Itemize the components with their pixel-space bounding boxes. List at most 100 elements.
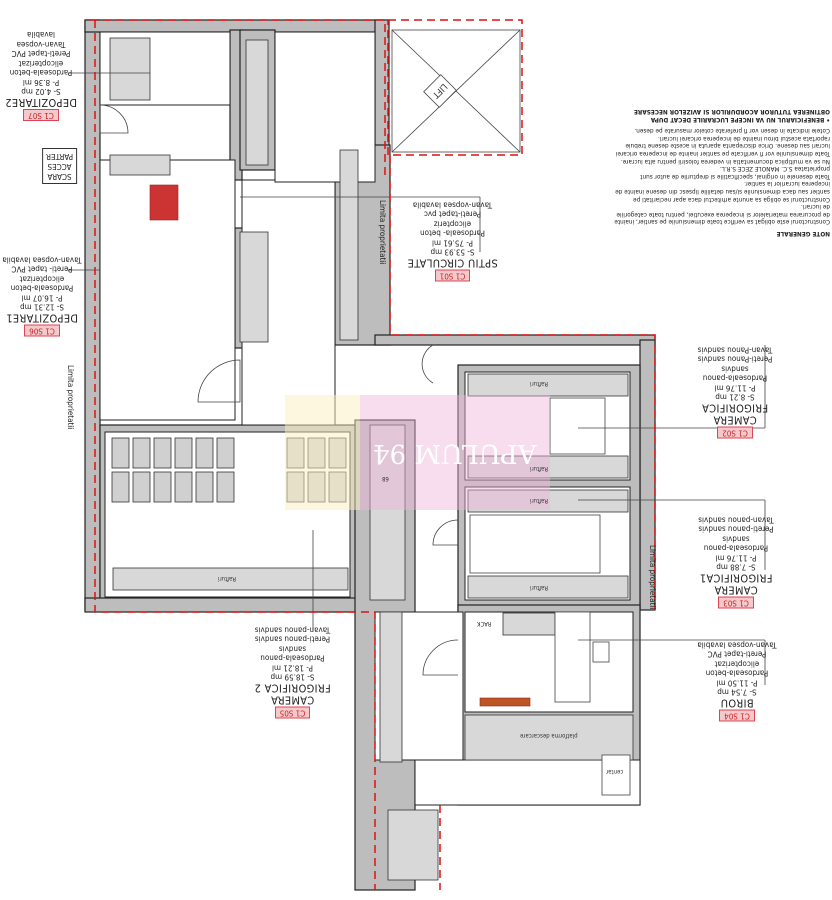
shelf (339, 149, 359, 341)
door-swing[interactable] (197, 359, 241, 403)
chair (592, 641, 610, 663)
room-code: C1 S06 (24, 325, 60, 337)
lift-shaft (391, 29, 521, 153)
property-limit-label: Limita proprietatii (648, 545, 657, 610)
note-line: Constructorul se obliga sa anunte arhite… (615, 180, 830, 204)
pallet (174, 471, 193, 503)
pallet (153, 471, 172, 503)
pallet (132, 437, 151, 469)
door-swing[interactable] (99, 104, 129, 134)
note-line: Toate dimensiunile vor fi verificate pe … (615, 134, 830, 159)
shelf (467, 489, 629, 513)
note-line: Constructorul este obligat sa verifice t… (614, 203, 830, 227)
room-walls: Pereti-panou sandvis (698, 525, 774, 534)
room-name: CAMERA FRIGORIFICA (701, 402, 769, 427)
room-floor: Pardoseala-beton elicopterizat (10, 274, 74, 294)
room-ceiling: Tavan-vopsea lavabila (697, 640, 777, 650)
room-label-s05: C1 S05 CAMERA FRIGORIFICA 2 S- 18.59 mp … (250, 625, 335, 719)
cold-room-inner (469, 514, 601, 574)
room-perimeter: P- 18.21 ml (272, 663, 313, 673)
stair-label-line: SCARA (47, 172, 72, 181)
room-label-s03: C1 S03 CAMERA FRIGORIFICA1 S- 7.88 mp P-… (695, 515, 777, 609)
dimension-label: 68 (382, 475, 389, 482)
radiator (479, 697, 531, 707)
stair-label-line: ACCES (47, 162, 72, 171)
platform (464, 714, 634, 761)
room-code: C1 S05 (274, 707, 311, 719)
pallet (216, 471, 235, 503)
room-floor: Pardoseala-beton elicopterizat (705, 659, 769, 679)
note-line: • BENEFICIARUL NU VA INCEPE LUCRARILE DE… (633, 108, 830, 124)
room-label-depozitare2: C1 S07 DEPOZITARE2 S- 4.02 mp P- 8.36 ml… (2, 30, 80, 121)
room-walls: Pereti-panou sandvis (254, 635, 331, 644)
cold-room-inner (549, 397, 606, 455)
rack (502, 612, 556, 636)
room-ceiling: Tavan-Panou sandvis (697, 345, 773, 355)
lift-label-box (423, 74, 457, 108)
room-walls: Pereti-Panou sandvis (697, 355, 773, 364)
room-ceiling: Tavan-vopsea lavabila (412, 200, 493, 210)
shelf (467, 455, 629, 479)
room-code: C1 S03 (718, 597, 754, 609)
door-swing[interactable] (421, 344, 434, 384)
room-area: S- 4.02 mp (21, 87, 61, 97)
note-line: Toate desenele in original, specificatii… (640, 165, 830, 181)
room-name: SPTIU CIRCULATE (407, 257, 498, 270)
shelves-label: Rafturi (530, 584, 548, 591)
room-area: S- 7.88 mp (716, 563, 756, 572)
room-label-circulation: C1 S01 SPTIU CIRCULATE S- 53.93 mp P- 75… (405, 200, 500, 282)
room-area: S- 12.31 mp (20, 303, 64, 312)
room-code: C1 S04 (719, 710, 755, 722)
wall-left (84, 19, 101, 611)
small-box-label: centar (606, 768, 624, 775)
pallet (216, 437, 235, 469)
pallet (174, 437, 193, 469)
shelf (239, 231, 269, 343)
rack-label: RACK (477, 620, 492, 627)
room-ceiling: Tavan-vopsea lavabila (16, 30, 66, 50)
pallet (195, 437, 214, 469)
platform-label: platforma descarcare (520, 732, 578, 739)
room-name: DEPOZITARE2 (5, 96, 78, 110)
door-swing[interactable] (432, 519, 459, 546)
pallet (195, 471, 214, 503)
door-swing[interactable] (422, 639, 459, 676)
room-name: CAMERA FRIGORIFICA1 (699, 572, 773, 597)
property-limit-line (90, 19, 656, 890)
watermark: APULUM 94 (360, 395, 550, 510)
stair-access-label: SCARA ACCES PARTER (42, 148, 78, 184)
note-line: Cotele indicate in desen vor fi preferat… (634, 127, 830, 136)
pallet (111, 437, 130, 469)
room-perimeter: P- 11.76 ml (714, 383, 756, 393)
room-area: S- 7.54 mp (717, 688, 757, 697)
room-code: C1 S01 (434, 270, 471, 282)
shelf (112, 567, 349, 591)
room-ceiling: Tavan-vopsea lavabila (2, 255, 82, 265)
pallet (153, 437, 172, 469)
room-walls: Pereti-tapet PVC (11, 49, 71, 59)
room-ceiling: Tavan-panou sandvis (254, 625, 331, 635)
room-perimeter: P- 75.61 ml (432, 238, 473, 248)
room-floor: Pardoseala-panou sandvis (702, 364, 768, 384)
pallet (111, 471, 130, 503)
note-line: Nu se va multiplica documentatia in vede… (620, 157, 830, 166)
room-name: CAMERA FRIGORIFICA 2 (254, 682, 331, 707)
room-floor: Pardoseala-panou sandvis (260, 644, 325, 664)
stair-label-line: PARTER (46, 152, 74, 161)
shelves-label: Rafturi (530, 465, 548, 472)
room-label-s02: C1 S02 CAMERA FRIGORIFICA S- 8.21 mp P- … (695, 345, 775, 439)
room-name: DEPOZITARE1 (6, 312, 79, 325)
room-perimeter: P- 8.36 ml (22, 78, 60, 87)
shelf (379, 611, 403, 763)
wall-bottom (84, 597, 376, 613)
general-notes: NOTE GENERALE Constructorul este obligat… (612, 22, 830, 238)
room-floor: Pardoseala- beton elicopteriz (420, 219, 485, 239)
stair (387, 809, 439, 881)
room-walls: Pereti-tapet PVC (707, 650, 767, 659)
room-area: S- 53.93 mp (430, 248, 475, 257)
watermark-text: APULUM 94 (373, 437, 537, 468)
shelves-label: Rafturi (530, 380, 548, 387)
shelf (245, 39, 269, 166)
